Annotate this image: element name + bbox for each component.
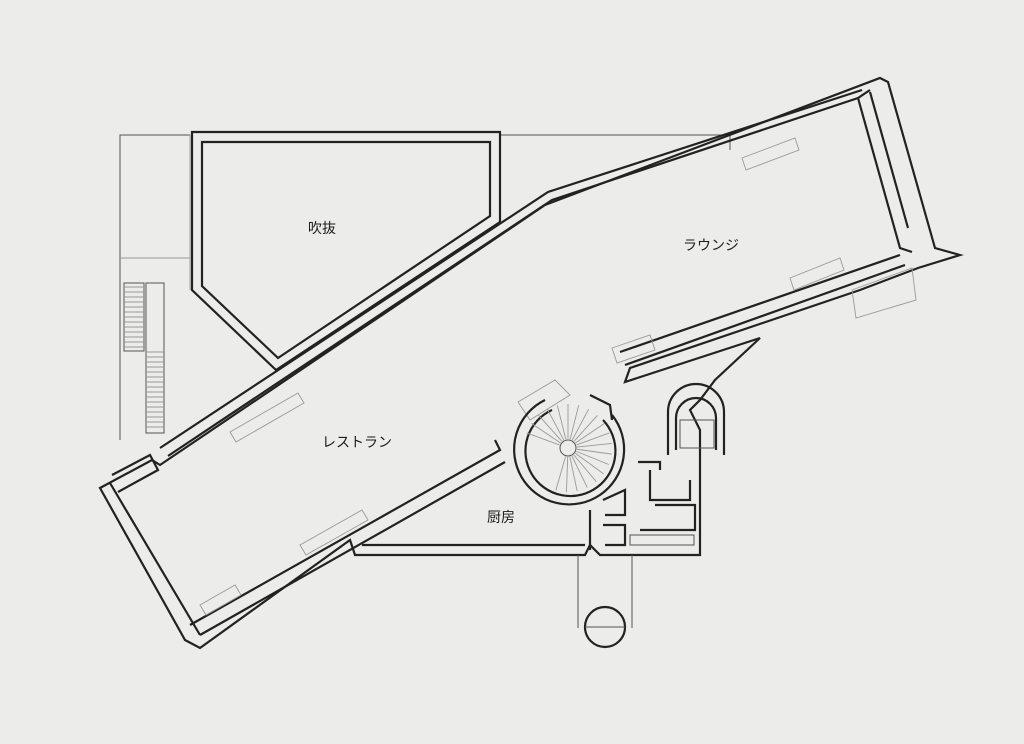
- spiral-tread: [546, 408, 565, 441]
- room-label-lounge: ラウンジ: [683, 238, 739, 254]
- room-label-restaurant: レストラン: [322, 435, 392, 451]
- spiral-tread: [575, 452, 604, 475]
- spiral-tread: [575, 423, 605, 444]
- void-room: [190, 130, 502, 372]
- spiral-tread: [556, 405, 567, 440]
- spiral-tread: [573, 415, 598, 442]
- spiral-tread: [569, 405, 580, 440]
- spiral-tread: [566, 456, 569, 492]
- entrance-canopy: [577, 555, 633, 649]
- spiral-tread: [576, 450, 609, 465]
- spiral-tread: [555, 456, 566, 491]
- spiral-tread: [576, 442, 612, 448]
- spiral-tread: [573, 454, 597, 482]
- main-wing: [98, 76, 964, 650]
- glazing-panels: [199, 137, 917, 616]
- spiral-tread: [526, 432, 560, 446]
- spiral-tread: [531, 423, 561, 444]
- room-label-void: 吹抜: [308, 221, 336, 237]
- spiral-tread: [571, 408, 590, 441]
- spiral-tread: [576, 432, 610, 446]
- spiral-stair: [513, 394, 626, 506]
- spiral-tread: [576, 448, 612, 455]
- exterior-stair: [123, 282, 165, 434]
- spiral-tread: [538, 415, 563, 442]
- room-label-kitchen: 厨房: [487, 510, 515, 526]
- service-core: [602, 382, 726, 547]
- spiral-tread: [571, 455, 588, 488]
- spiral-tread: [569, 456, 578, 492]
